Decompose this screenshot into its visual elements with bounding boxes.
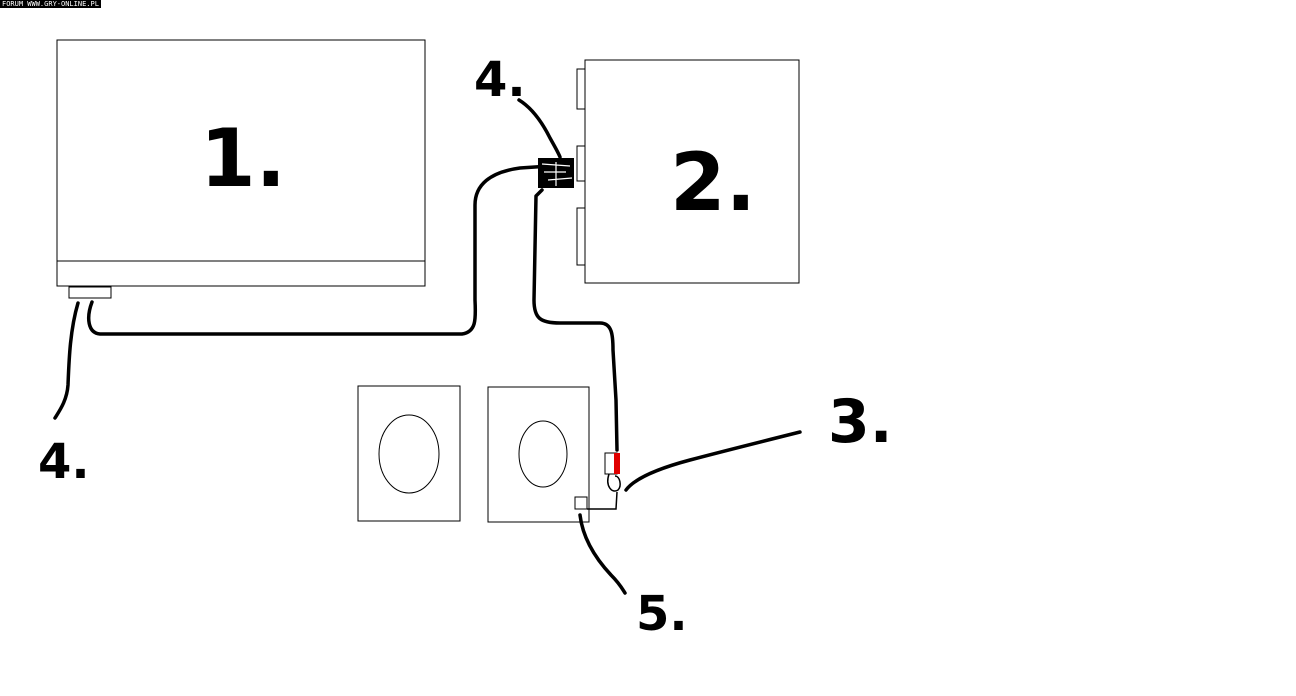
speaker-right bbox=[487, 386, 590, 523]
label-cable-left: 4. bbox=[38, 434, 90, 490]
label-speaker-plug: 5. bbox=[636, 586, 688, 642]
pc-case bbox=[576, 59, 800, 284]
pc-port-middle bbox=[576, 145, 586, 182]
monitor-screen bbox=[56, 39, 426, 262]
monitor-port bbox=[68, 286, 112, 299]
cable-pc-to-splitter bbox=[532, 188, 619, 452]
speaker-left-cone bbox=[378, 414, 440, 494]
plug-cluster bbox=[538, 158, 574, 188]
label-pc: 2. bbox=[670, 136, 756, 229]
label-splitter: 3. bbox=[828, 387, 893, 457]
speaker-left bbox=[357, 385, 461, 522]
cable-pointer-splitter bbox=[624, 430, 802, 492]
monitor bbox=[56, 39, 426, 299]
speaker-jack bbox=[574, 496, 588, 510]
pc-drive-bay-bottom bbox=[576, 207, 586, 266]
splitter-to-speaker-wire bbox=[587, 491, 618, 510]
label-monitor: 1. bbox=[200, 112, 286, 205]
splitter bbox=[587, 452, 621, 510]
pc-body bbox=[584, 59, 800, 284]
speaker-right-cone bbox=[518, 420, 568, 488]
cable-monitor-stub bbox=[53, 301, 80, 420]
cable-pointer-top bbox=[517, 98, 562, 159]
plug-scribble bbox=[541, 162, 573, 186]
watermark: FORUM WWW.GRY-ONLINE.PL bbox=[0, 0, 101, 8]
splitter-red-plug bbox=[614, 453, 620, 474]
label-cable-top: 4. bbox=[474, 52, 526, 108]
pc-drive-bay-top bbox=[576, 68, 586, 110]
cable-pointer-speaker-jack bbox=[578, 513, 627, 595]
splitter-wire-loop bbox=[607, 473, 621, 492]
monitor-base bbox=[56, 260, 426, 287]
cable-monitor-to-pc bbox=[86, 164, 552, 336]
